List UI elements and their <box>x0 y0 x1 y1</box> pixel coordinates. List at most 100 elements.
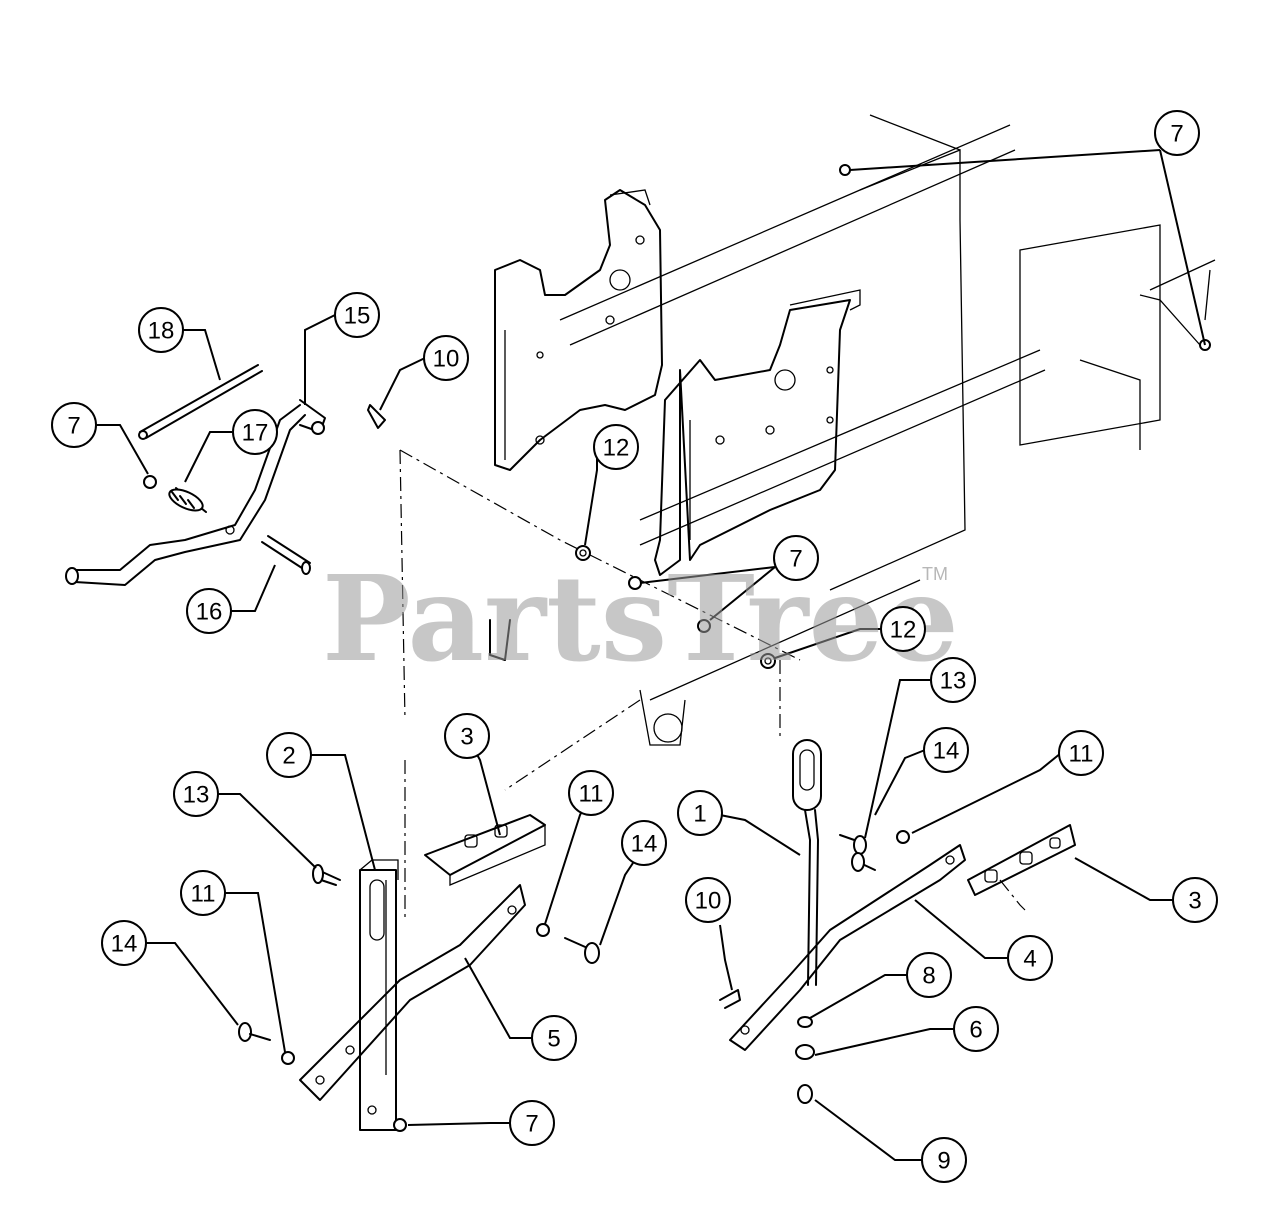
callout-number: 3 <box>1188 888 1201 915</box>
callout-11: 11 <box>1058 730 1104 776</box>
lift-link-1 <box>792 739 822 986</box>
lift-arm-4 <box>729 844 966 1051</box>
callout-number: 15 <box>344 303 371 330</box>
callout-number: 10 <box>695 888 722 915</box>
callout-number: 3 <box>460 724 473 751</box>
callout-circle <box>531 1015 577 1061</box>
spring-17 <box>168 487 207 513</box>
frame-assembly <box>399 114 1216 920</box>
callout-number: 6 <box>969 1017 982 1044</box>
callout-number: 13 <box>940 668 967 695</box>
callout-8: 8 <box>906 952 952 998</box>
callout-number: 7 <box>1170 121 1183 148</box>
callout-17: 17 <box>232 409 278 455</box>
callout-circle <box>101 920 147 966</box>
callout-16: 16 <box>186 588 232 634</box>
callout-circle <box>906 952 952 998</box>
callout-10: 10 <box>685 877 731 923</box>
callout-number: 14 <box>631 831 658 858</box>
callout-number: 16 <box>196 599 223 626</box>
hairpin-10-upper <box>367 404 386 429</box>
callout-3: 3 <box>1172 877 1218 923</box>
callout-number: 17 <box>242 420 269 447</box>
callout-14: 14 <box>923 727 969 773</box>
callout-7: 7 <box>509 1100 555 1146</box>
callout-circle <box>509 1100 555 1146</box>
callout-number: 7 <box>67 413 80 440</box>
callout-1: 1 <box>677 790 723 836</box>
left-linkage-hardware <box>238 864 600 1132</box>
callout-13: 13 <box>173 771 219 817</box>
callout-circle <box>953 1006 999 1052</box>
pin-16 <box>261 535 311 575</box>
callout-7: 7 <box>773 535 819 581</box>
callout-circle <box>334 292 380 338</box>
left-side-plate <box>494 189 663 471</box>
callout-number: 1 <box>693 801 706 828</box>
callout-14: 14 <box>101 920 147 966</box>
callout-number: 8 <box>922 963 935 990</box>
callout-number: 14 <box>111 931 138 958</box>
callout-number: 12 <box>890 617 917 644</box>
callout-circle <box>923 727 969 773</box>
lift-rod-18 <box>138 364 263 440</box>
callout-3: 3 <box>444 713 490 759</box>
callout-number: 5 <box>547 1026 560 1053</box>
callout-7: 7 <box>51 402 97 448</box>
plate-hardware <box>489 164 1211 669</box>
callout-18: 18 <box>138 307 184 353</box>
callout-7: 7 <box>1154 110 1200 156</box>
callout-number: 18 <box>148 318 175 345</box>
callout-number: 14 <box>933 738 960 765</box>
callout-circle <box>930 657 976 703</box>
callout-6: 6 <box>953 1006 999 1052</box>
callout-circle <box>621 820 667 866</box>
callout-circle <box>1172 877 1218 923</box>
callout-circle <box>180 870 226 916</box>
callout-number: 11 <box>1069 741 1094 768</box>
callout-number: 7 <box>525 1111 538 1138</box>
nut-7-left <box>143 475 157 489</box>
callout-number: 12 <box>603 435 630 462</box>
callout-circle <box>1058 730 1104 776</box>
callout-circle <box>921 1137 967 1183</box>
callout-circle <box>593 424 639 470</box>
callout-number: 9 <box>937 1148 950 1175</box>
callout-circle <box>685 877 731 923</box>
callout-circle <box>444 713 490 759</box>
callout-4: 4 <box>1007 935 1053 981</box>
callout-circle <box>186 588 232 634</box>
bracket-3-left <box>424 814 546 886</box>
callout-circle <box>773 535 819 581</box>
callout-number: 10 <box>433 346 460 373</box>
right-side-plate <box>654 289 861 576</box>
callout-12: 12 <box>880 606 926 652</box>
callout-14: 14 <box>621 820 667 866</box>
callout-circle <box>880 606 926 652</box>
callout-circle <box>173 771 219 817</box>
callout-5: 5 <box>531 1015 577 1061</box>
callout-11: 11 <box>568 770 614 816</box>
callout-circle <box>423 335 469 381</box>
callout-number: 7 <box>789 546 802 573</box>
lift-arm-5 <box>299 884 526 1101</box>
callout-circle <box>1007 935 1053 981</box>
callout-15: 15 <box>334 292 380 338</box>
watermark: PartsTree TM <box>322 549 959 688</box>
callout-10: 10 <box>423 335 469 381</box>
watermark-brand: PartsTree <box>322 549 959 688</box>
callout-9: 9 <box>921 1137 967 1183</box>
callout-12: 12 <box>593 424 639 470</box>
bracket-3-right <box>967 824 1076 896</box>
right-linkage-hardware <box>719 830 910 1104</box>
callout-number: 2 <box>282 743 295 770</box>
callout-circle <box>568 770 614 816</box>
callout-11: 11 <box>180 870 226 916</box>
callout-circle <box>266 732 312 778</box>
callout-circle <box>677 790 723 836</box>
callout-circle <box>232 409 278 455</box>
lift-handle-15 <box>65 399 326 586</box>
callout-circle <box>138 307 184 353</box>
